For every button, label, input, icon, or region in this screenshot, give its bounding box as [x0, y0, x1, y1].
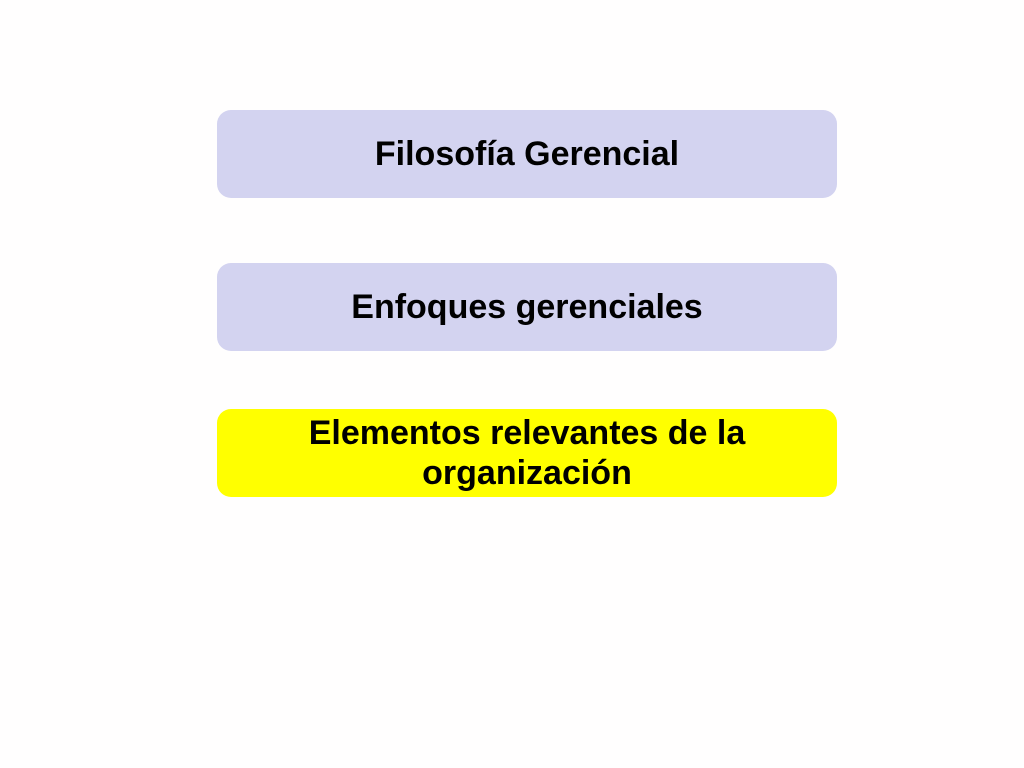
box-enfoques-gerenciales: Enfoques gerenciales — [217, 263, 837, 351]
box-elementos-relevantes: Elementos relevantes de la organización — [217, 409, 837, 497]
box-label: Enfoques gerenciales — [351, 288, 703, 326]
box-label: Elementos relevantes de la organización — [308, 414, 746, 492]
box-filosofia-gerencial: Filosofía Gerencial — [217, 110, 837, 198]
box-label: Filosofía Gerencial — [374, 135, 680, 173]
